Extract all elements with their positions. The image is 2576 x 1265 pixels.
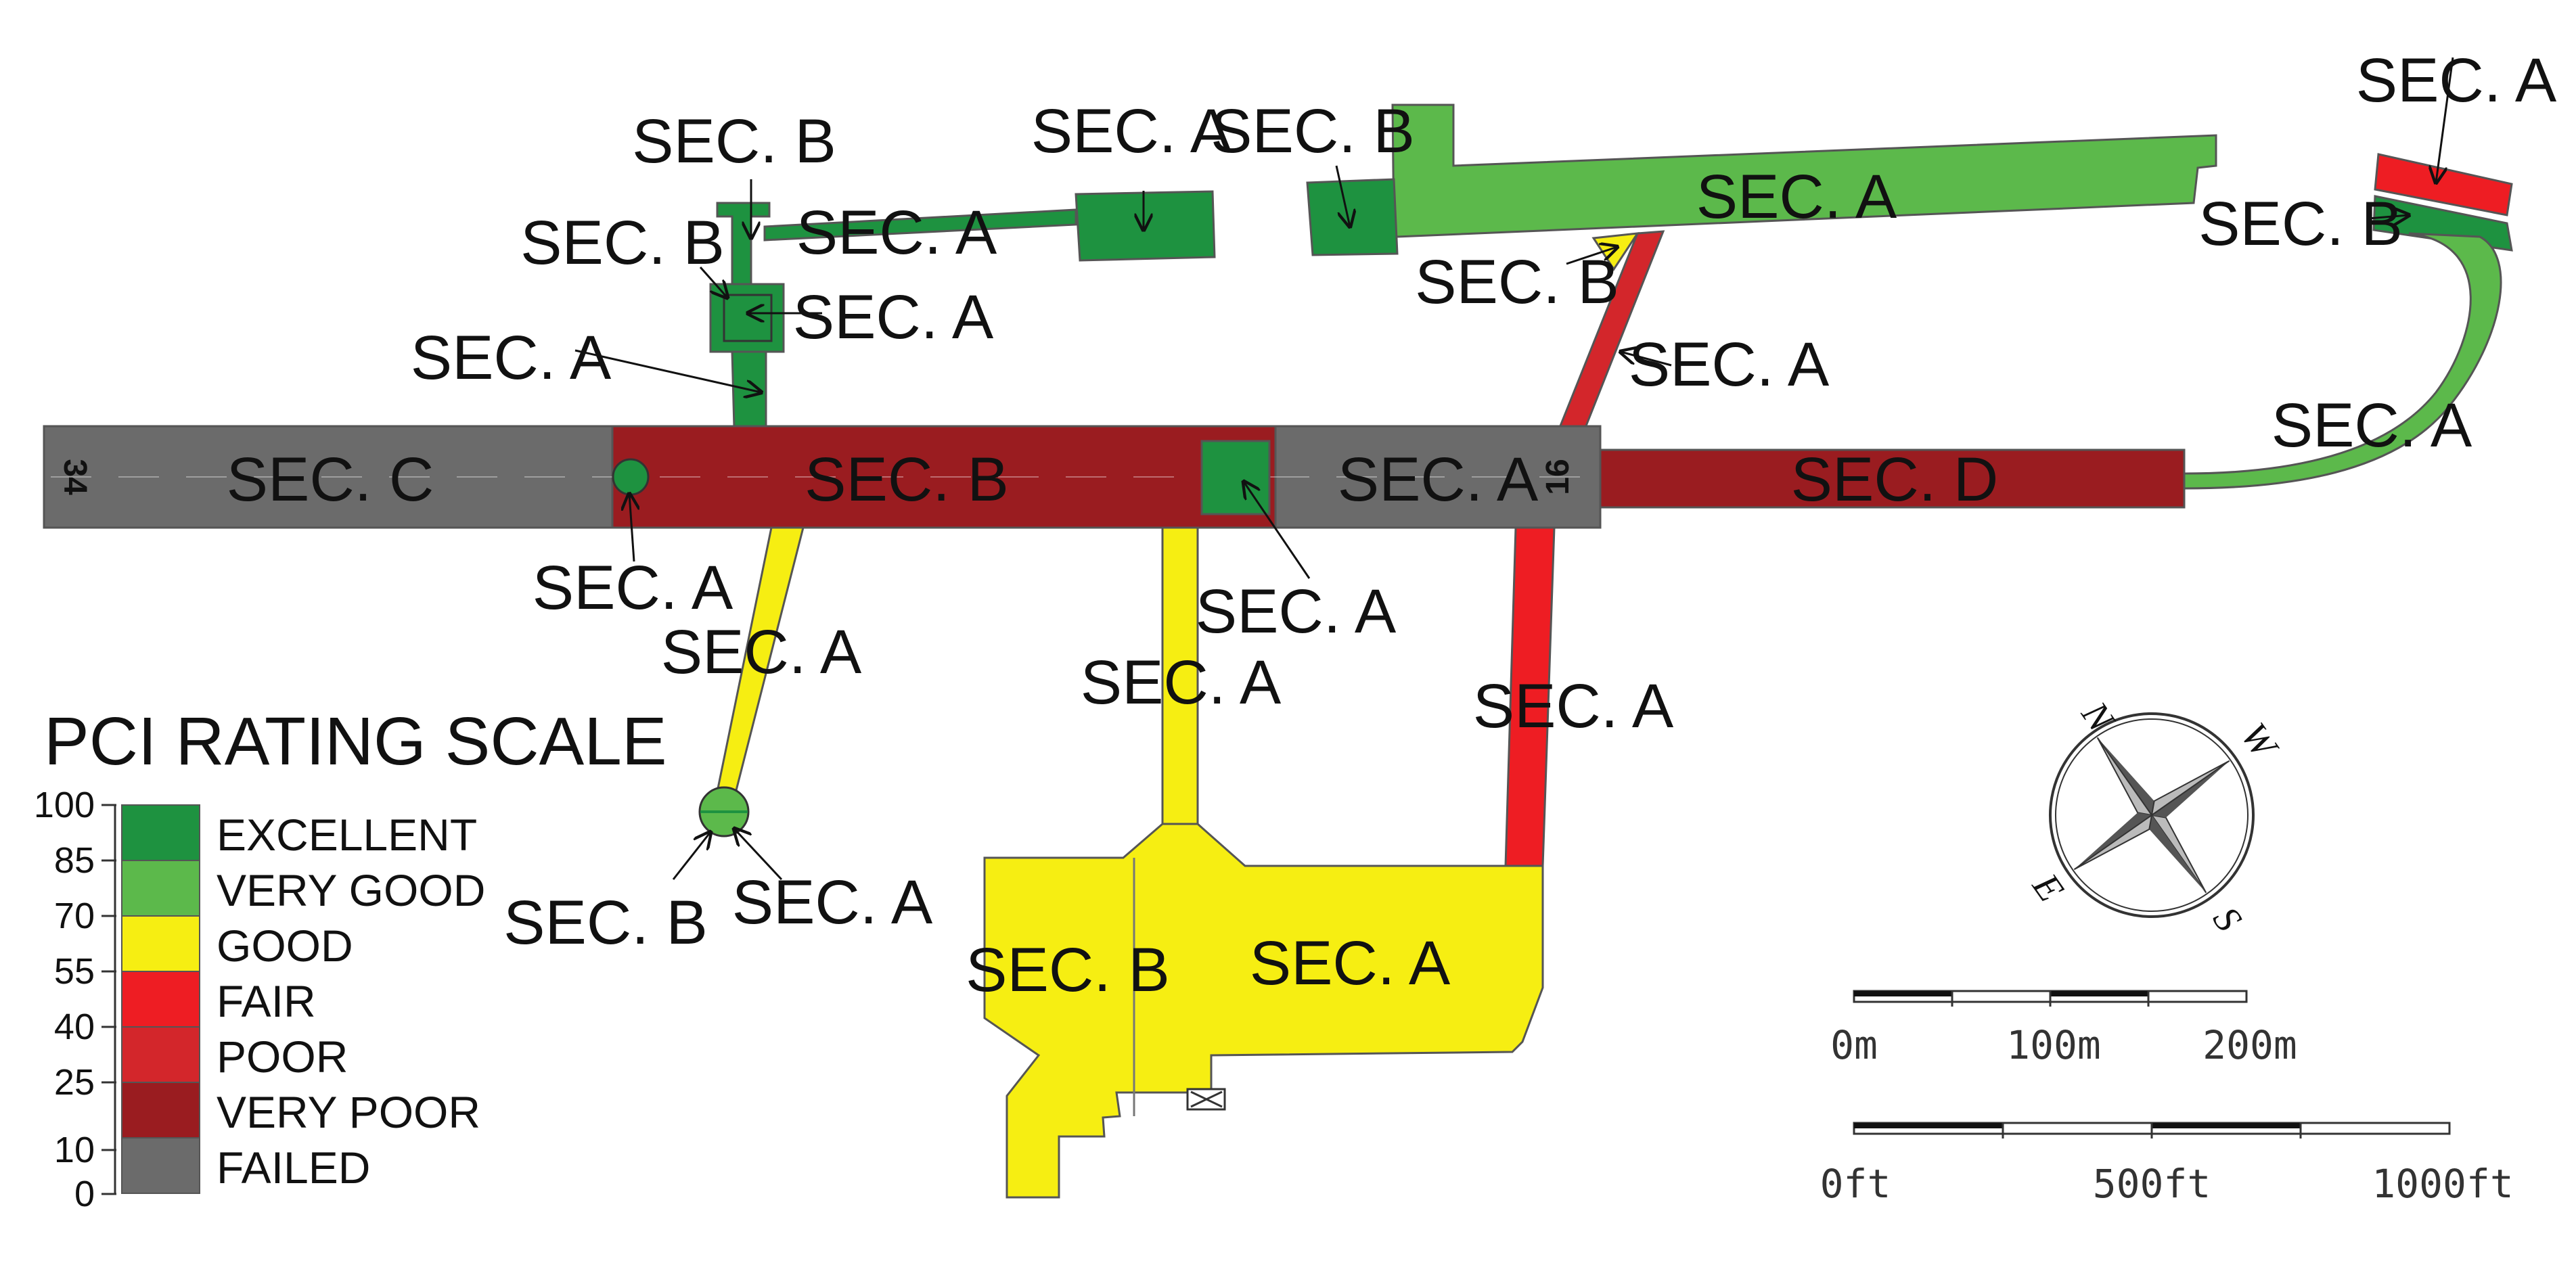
legend-tick-25: 25	[54, 1062, 95, 1103]
label-north-main-sec-a: SEC. A	[1696, 162, 1897, 231]
label-north-pad-sec-a: SEC. A	[793, 283, 994, 352]
runway-sec-b	[611, 425, 1277, 529]
legend-label-fair: FAIR	[217, 976, 316, 1026]
legend-label-very-poor: VERY POOR	[217, 1087, 480, 1137]
section-labels: SEC. C SEC. B SEC. A SEC. D SEC. B SEC. …	[227, 46, 2557, 1005]
scale-metric-0: 0m	[1830, 1022, 1878, 1068]
label-apron-sec-b: SEC. B	[966, 936, 1170, 1005]
label-south-center-sec-a: SEC. A	[1081, 648, 1282, 717]
legend-label-very-good: VERY GOOD	[217, 865, 485, 915]
scale-imperial-1000: 1000ft	[2372, 1161, 2514, 1207]
label-ne-sec-b: SEC. B	[2198, 189, 2403, 258]
label-runway-sec-a: SEC. A	[1338, 445, 1539, 514]
compass-e: E	[2024, 866, 2072, 909]
legend-tick-10: 10	[54, 1130, 95, 1170]
legend-tick-40: 40	[54, 1007, 95, 1047]
label-runway-sec-c: SEC. C	[227, 445, 434, 514]
label-north-block-sec-b: SEC. B	[1211, 97, 1415, 166]
legend-swatch-very-good	[121, 860, 200, 917]
north-taxiway	[709, 104, 2217, 429]
scale-imperial-0: 0ft	[1820, 1161, 1891, 1207]
runway-sec-a	[1274, 425, 1602, 529]
legend-label-good: GOOD	[217, 921, 353, 971]
runway-end-16: 16	[1540, 459, 1576, 495]
legend-label-poor: POOR	[217, 1032, 348, 1082]
label-runway-sec-b: SEC. B	[805, 445, 1009, 514]
scale-metric-100: 100m	[2006, 1022, 2101, 1068]
runway-sec-c	[43, 425, 614, 529]
runway-circle-sec-a	[612, 458, 650, 496]
legend-swatch-poor	[121, 1026, 200, 1083]
legend-swatch-excellent	[121, 804, 200, 861]
runway: 34 16	[43, 425, 2186, 529]
legend-tick-55: 55	[54, 951, 95, 992]
label-circle-sec-a: SEC. A	[732, 868, 933, 937]
legend-tick-70: 70	[54, 896, 95, 936]
scale-bar-metric: 0m 100m 200m	[1830, 990, 2297, 1068]
label-runway-circle-sec-a: SEC. A	[533, 553, 733, 622]
leader-arrows	[574, 57, 2454, 881]
compass-s: S	[2205, 900, 2250, 939]
scale-imperial-500: 500ft	[2093, 1161, 2211, 1207]
label-north-triangle-sec-b: SEC. B	[1415, 248, 1619, 317]
label-north-pad-left-sec-b: SEC. B	[520, 208, 725, 277]
legend-swatch-failed	[121, 1137, 200, 1194]
legend-tick-85: 85	[54, 840, 95, 881]
label-ne-curve-sec-a: SEC. A	[2272, 391, 2472, 460]
label-north-drop-sec-a: SEC. A	[411, 323, 612, 392]
taxiway-north-sec-b-block	[1306, 178, 1399, 256]
legend-tick-100: 100	[34, 785, 95, 825]
label-south-west-sec-a: SEC. A	[661, 618, 862, 687]
legend-swatch-good	[121, 915, 200, 972]
label-north-stub-sec-b: SEC. B	[632, 107, 836, 176]
scale-metric-200: 200m	[2202, 1022, 2297, 1068]
south-taxiways	[698, 526, 1556, 1199]
legend-label-failed: FAILED	[217, 1143, 370, 1193]
legend-label-excellent: EXCELLENT	[217, 810, 477, 860]
compass-rose: N S W E	[2024, 694, 2286, 940]
label-runway-inset-sec-a: SEC. A	[1196, 577, 1397, 646]
taxiway-north-sec-a-block	[1075, 190, 1216, 262]
label-north-connector-sec-a: SEC. A	[796, 198, 997, 267]
label-circle-sec-b: SEC. B	[503, 888, 708, 957]
legend-title: PCI RATING SCALE	[44, 704, 667, 779]
compass-n: N	[2073, 694, 2123, 741]
label-north-diagonal-sec-a: SEC. A	[1629, 330, 1830, 399]
legend-tick-0: 0	[74, 1174, 95, 1214]
taxiway-north-stub-sec-b	[716, 202, 771, 285]
label-runway-sec-d: SEC. D	[1791, 445, 1999, 514]
legend-swatch-very-poor	[121, 1082, 200, 1138]
label-north-block-sec-a: SEC. A	[1031, 97, 1232, 166]
label-south-east-sec-a: SEC. A	[1473, 672, 1674, 741]
label-ne-sec-a: SEC. A	[2356, 46, 2557, 115]
apron-sec-a	[983, 823, 1544, 1199]
runway-end-34: 34	[57, 459, 93, 495]
label-apron-sec-a: SEC. A	[1250, 929, 1451, 998]
scale-bar-imperial: 0ft 500ft 1000ft	[1820, 1122, 2514, 1207]
runway-sec-d	[1599, 448, 2186, 509]
legend-swatch-fair	[121, 971, 200, 1028]
compass-w: W	[2232, 715, 2286, 767]
taxiway-north-connector-sec-a	[763, 208, 1077, 242]
